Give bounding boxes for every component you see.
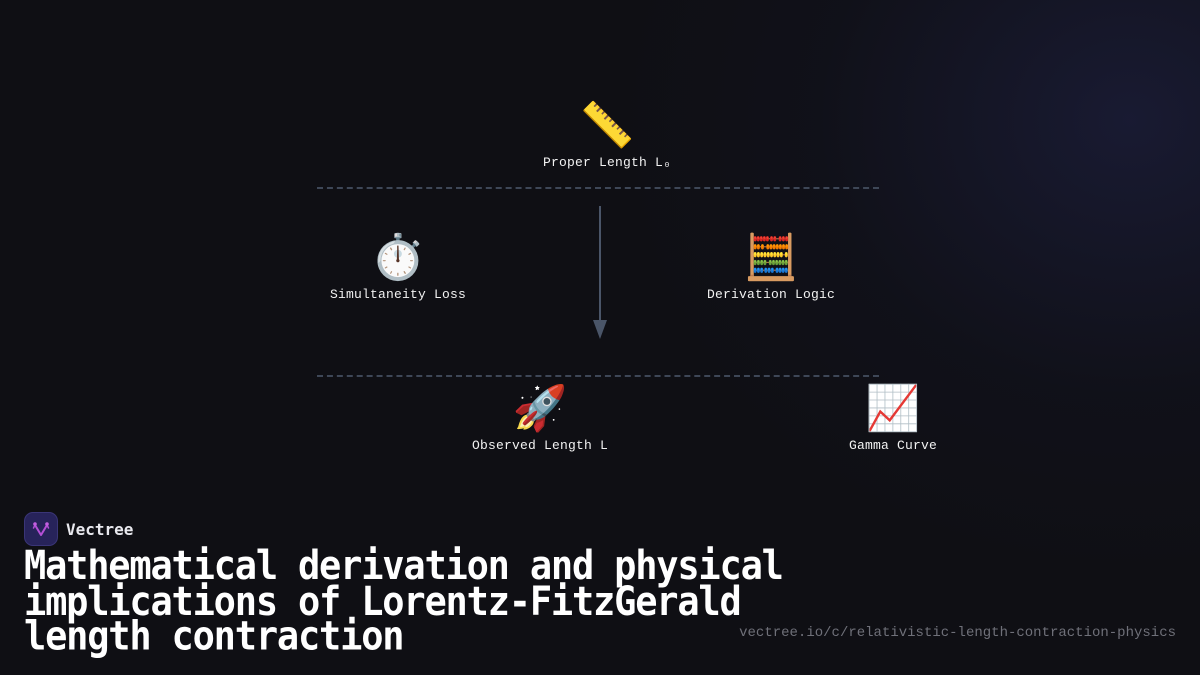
ruler-icon: 📏 (579, 100, 635, 151)
brand: Vectree (24, 512, 133, 546)
page-url: vectree.io/c/relativistic-length-contrac… (739, 625, 1176, 641)
node-gamma-curve: 📈 Gamma Curve (848, 383, 938, 454)
node-label: Observed Length L (471, 438, 609, 453)
node-simultaneity-loss: ⏱️ Simultaneity Loss (329, 232, 467, 303)
page-title: Mathematical derivation and physical imp… (24, 542, 784, 660)
abacus-icon: 🧮 (743, 232, 799, 283)
divider-top (317, 187, 879, 189)
arrow-down-icon (593, 206, 607, 339)
node-label: Simultaneity Loss (329, 287, 467, 302)
vectree-logo-icon (24, 512, 58, 546)
rocket-icon: 🚀 (512, 383, 568, 434)
node-label: Derivation Logic (706, 287, 836, 302)
chart-increasing-icon: 📈 (865, 383, 921, 434)
node-proper-length: 📏 Proper Length L₀ (542, 100, 672, 171)
brand-name: Vectree (66, 519, 134, 539)
divider-bottom (317, 375, 879, 377)
node-label: Gamma Curve (848, 438, 938, 453)
stopwatch-icon: ⏱️ (370, 232, 426, 283)
node-derivation-logic: 🧮 Derivation Logic (706, 232, 836, 303)
node-label: Proper Length L₀ (542, 155, 672, 170)
node-observed-length: 🚀 Observed Length L (471, 383, 609, 454)
